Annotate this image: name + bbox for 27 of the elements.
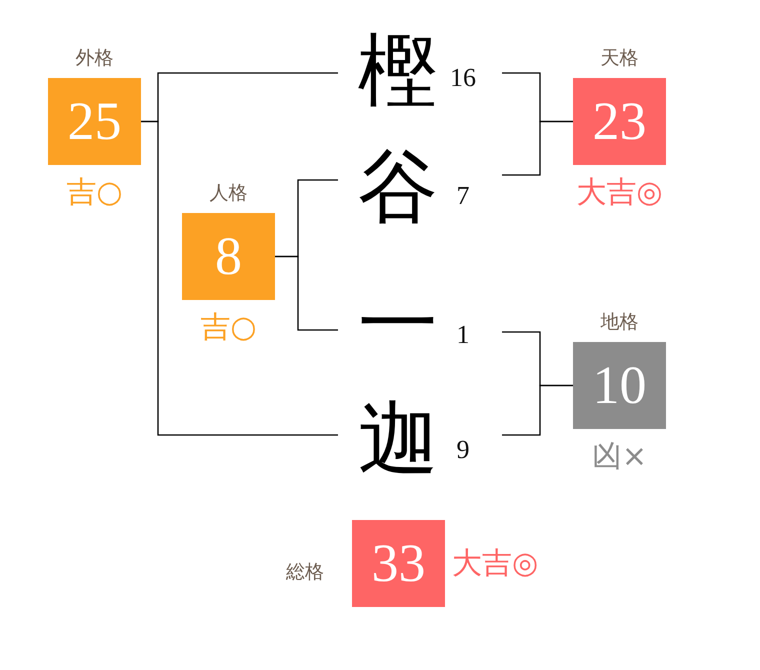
score-box: 25	[48, 78, 141, 165]
bracket-line	[502, 384, 573, 436]
name-character: 谷	[358, 143, 438, 233]
stroke-count: 1	[456, 320, 470, 350]
stroke-count: 9	[456, 435, 470, 465]
fortune-rating: 大吉◎	[576, 175, 663, 211]
fortune-rating: 吉○	[66, 175, 123, 211]
score-box: 8	[182, 213, 275, 300]
score-box: 23	[573, 78, 666, 165]
fortune-rating: 吉○	[200, 310, 257, 346]
bracket-line	[275, 256, 338, 331]
category-label: 地格	[600, 310, 638, 334]
category-label: 天格	[600, 46, 638, 70]
name-character: 樫	[358, 27, 438, 117]
bracket-line	[502, 120, 573, 176]
name-character: 一	[358, 280, 438, 370]
category-label: 外格	[76, 46, 114, 70]
score-box: 10	[573, 342, 666, 429]
stroke-count: 7	[456, 181, 470, 211]
score-box: 33	[352, 520, 445, 607]
name-character: 迦	[358, 395, 438, 485]
category-label: 総格	[286, 560, 325, 584]
bracket-line	[141, 120, 338, 436]
category-label: 人格	[210, 181, 248, 205]
fortune-rating: 大吉◎	[452, 546, 538, 582]
fortune-rating: 凶×	[592, 439, 648, 475]
stroke-count: 16	[449, 63, 477, 93]
